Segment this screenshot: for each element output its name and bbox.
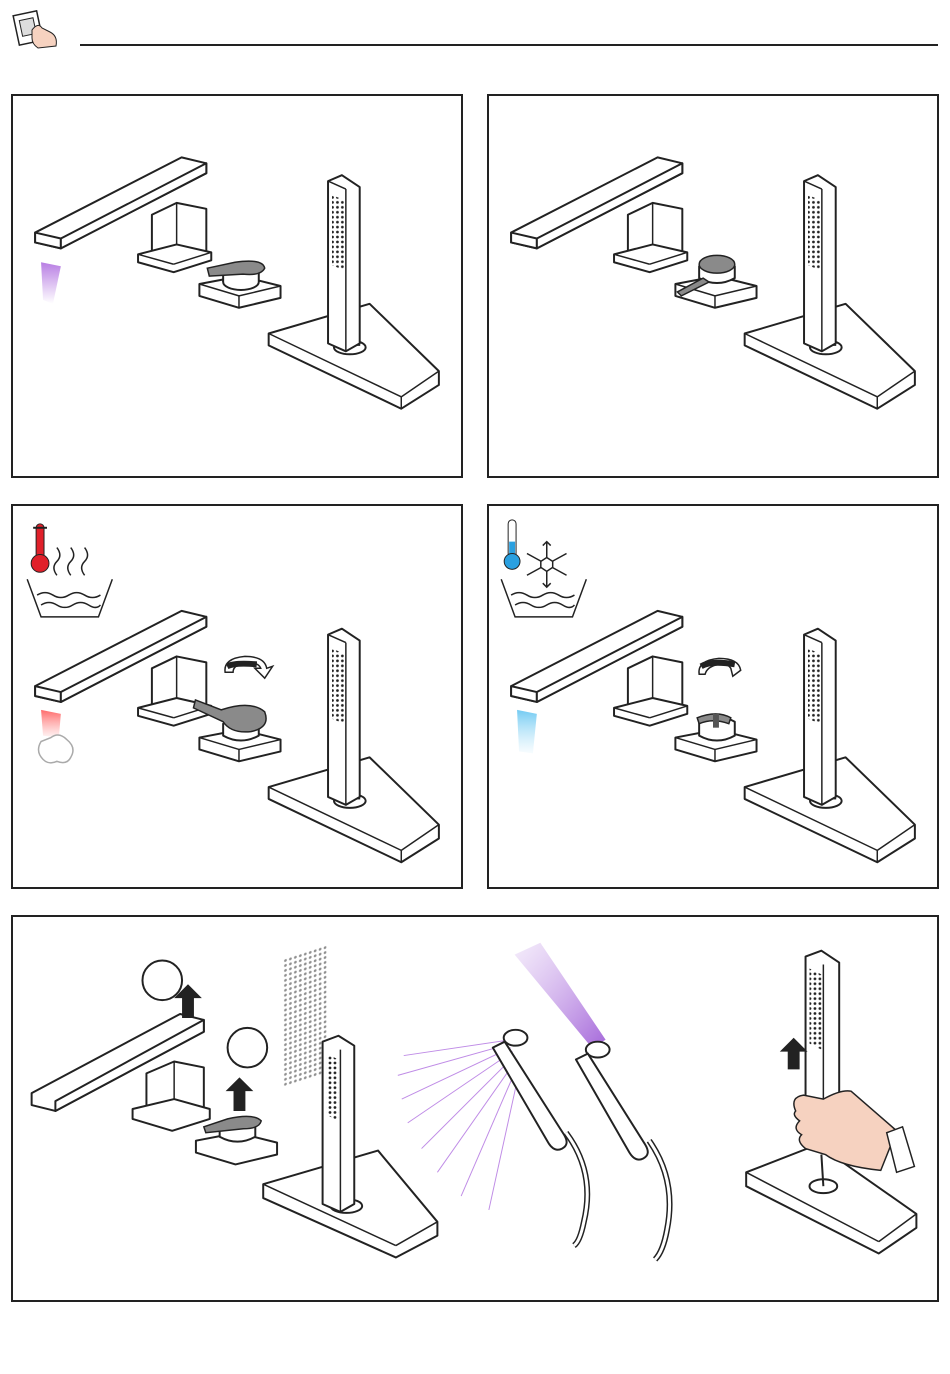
- shower-head-spray: [493, 1030, 587, 1246]
- diverter-step-a: [32, 945, 438, 1258]
- mixer-lever-icon: [697, 714, 735, 741]
- step-circle-2: [228, 1028, 268, 1068]
- panel-hot-water: [11, 504, 463, 889]
- tap-spout-icon: [35, 157, 211, 272]
- hot-water-flow: [39, 710, 73, 763]
- rotate-arrow-icon: [699, 658, 741, 676]
- spray-pattern-icon: [398, 943, 670, 1260]
- hand-shower-icon: [269, 175, 439, 409]
- cuff: [887, 1127, 915, 1173]
- tap-spout-icon: [511, 611, 687, 726]
- pull-up-arrow-icon: [780, 1038, 808, 1070]
- panel-cold-water: [487, 504, 939, 889]
- panel-water-off: [487, 94, 939, 478]
- faucet-illustration: [489, 506, 937, 887]
- tap-spout-icon: [511, 157, 687, 272]
- panel-diverter: [11, 915, 939, 1302]
- mixer-lever-icon: [193, 700, 266, 741]
- water-flow: [41, 262, 61, 304]
- spray-dots: [283, 945, 327, 1088]
- mixer-lever-icon: [196, 1116, 277, 1164]
- shower-head-beam: [576, 1042, 670, 1260]
- mixer-up-arrow-icon: [226, 1077, 254, 1111]
- beam-flow: [515, 943, 606, 1048]
- rotate-arrow-icon: [225, 656, 273, 678]
- faucet-illustration: [13, 506, 461, 887]
- hand-shower-icon: [745, 175, 915, 409]
- cold-water-flow: [517, 710, 537, 754]
- thermometer-cold-icon: [504, 520, 520, 569]
- thermometer-hot-icon: [31, 524, 49, 572]
- panel-water-on: [11, 94, 463, 478]
- hand-shower-icon: [269, 629, 439, 863]
- faucet-illustration: [13, 96, 461, 476]
- diverter-illustration: [13, 917, 937, 1300]
- faucet-illustration: [489, 96, 937, 476]
- step-circle-1: [142, 961, 182, 1001]
- snowflake-icon: [527, 542, 567, 588]
- hand-press-icon: [12, 10, 62, 50]
- spout-with-diverter: [32, 1014, 210, 1131]
- header-rule: [80, 44, 938, 46]
- tap-spout-icon: [35, 611, 211, 726]
- hand-shower-icon: [745, 629, 915, 863]
- hand-pull-shower-icon: [746, 951, 916, 1254]
